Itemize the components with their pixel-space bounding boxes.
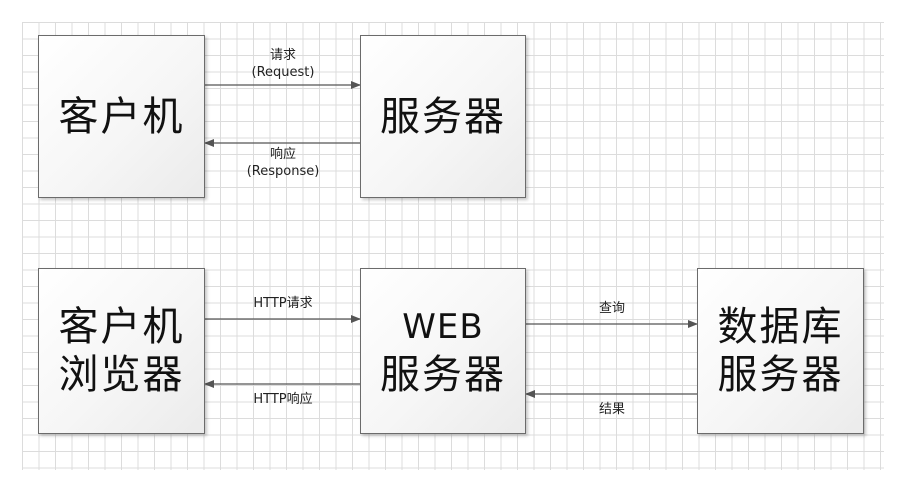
http-response-label: HTTP响应 — [253, 392, 313, 407]
db-server-box: 数据库 服务器 — [697, 268, 864, 434]
db-server-box-line2: 服务器 — [717, 352, 844, 398]
browser-box-line2: 浏览器 — [58, 352, 185, 398]
browser-box: 客户机 浏览器 — [38, 268, 205, 434]
web-server-box-line2: 服务器 — [380, 352, 506, 398]
result-label: 结果 — [598, 402, 625, 417]
request-label: 请求 (Request) — [233, 47, 333, 81]
web-server-box: WEB 服务器 — [360, 268, 526, 434]
response-label: 响应 (Response) — [233, 146, 333, 180]
request-label-cn: 请求 — [269, 48, 296, 63]
server-box-label: 服务器 — [380, 93, 506, 140]
client-box: 客户机 — [38, 35, 205, 198]
response-label-en: (Response) — [246, 164, 320, 179]
request-label-en: (Request) — [251, 65, 315, 80]
query-label: 查询 — [598, 301, 625, 316]
http-request-label: HTTP请求 — [253, 296, 313, 311]
client-box-label: 客户机 — [58, 93, 185, 140]
server-box: 服务器 — [360, 35, 526, 198]
web-server-box-line1: WEB — [402, 307, 484, 347]
response-label-cn: 响应 — [269, 147, 296, 162]
db-server-box-line1: 数据库 — [717, 304, 844, 350]
browser-box-line1: 客户机 — [58, 304, 185, 350]
